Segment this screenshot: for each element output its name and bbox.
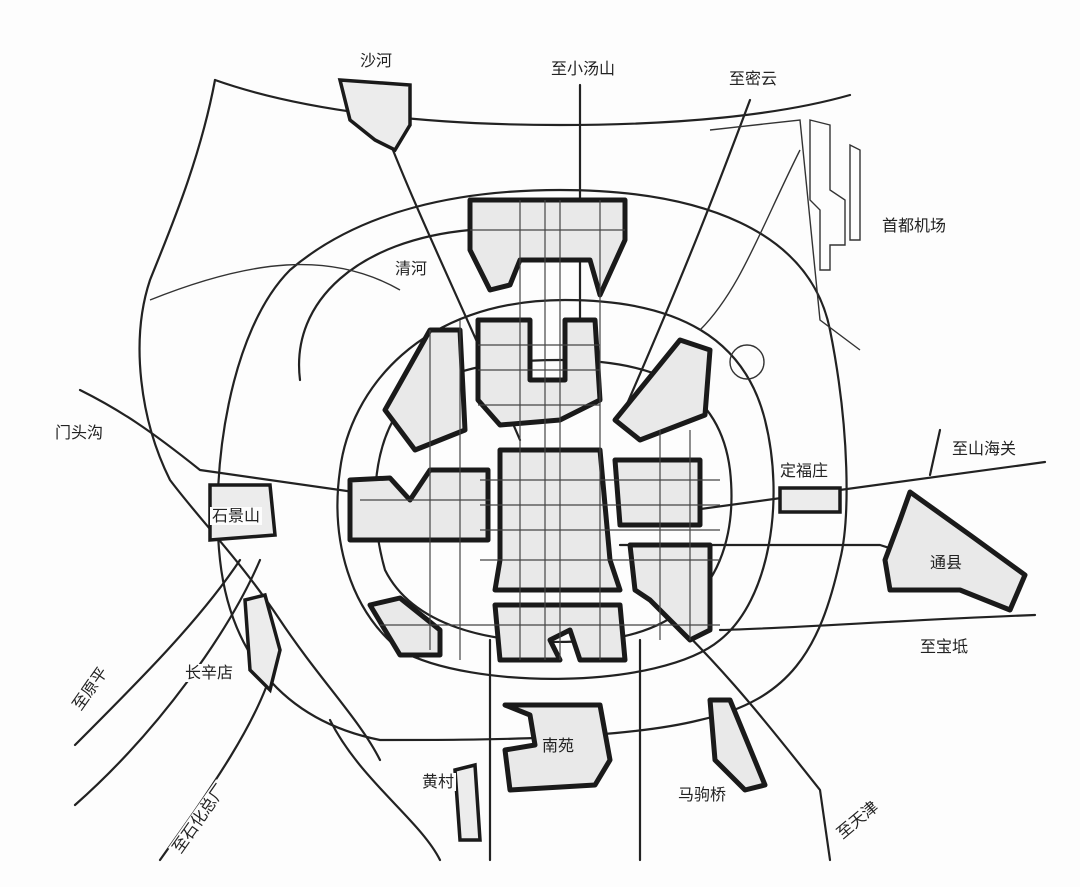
- label-miyun: 至密云: [727, 69, 780, 88]
- district-southeast: [627, 542, 713, 643]
- road-northwest: [149, 263, 401, 301]
- district-changxindian: [243, 592, 282, 694]
- label-majuqiao: 马驹桥: [676, 785, 729, 804]
- label-qinghe: 清河: [393, 259, 430, 278]
- district-north: [467, 197, 628, 298]
- road-yuanping: [73, 558, 242, 747]
- street-grid: [360, 200, 720, 660]
- airport-runways: [809, 119, 861, 271]
- district-northwest: [382, 327, 468, 453]
- fourth-ring-road: [336, 298, 775, 680]
- district-huangcun: [453, 762, 482, 842]
- district-east: [612, 457, 703, 528]
- label-xiaotangshan: 至小汤山: [549, 59, 618, 78]
- label-shahe: 沙河: [358, 51, 395, 70]
- road-baodi: [718, 613, 1037, 632]
- label-changxindian: 长辛店: [183, 663, 236, 682]
- district-old-city: [492, 447, 623, 593]
- road-miyun: [618, 98, 752, 422]
- label-baodi: 至宝坻: [918, 637, 971, 656]
- label-nanyuan: 南苑: [542, 736, 575, 755]
- district-north-central: [475, 317, 603, 428]
- district-dingfuzhuang: [778, 486, 842, 514]
- label-tongxian: 通县: [930, 553, 963, 572]
- west-outer-road: [138, 78, 382, 762]
- road-shanhaiguan: [928, 428, 942, 477]
- road-airport: [709, 119, 861, 351]
- outer-boundary-road: [213, 78, 852, 127]
- label-huangcun: 黄村: [420, 772, 457, 791]
- label-mentougou: 门头沟: [53, 423, 106, 442]
- district-tongxian: [882, 489, 1028, 613]
- district-majuqiao: [707, 697, 768, 793]
- road-ne: [699, 149, 801, 331]
- district-west: [347, 467, 491, 543]
- label-airport: 首都机场: [880, 216, 949, 235]
- road-southwest: [328, 718, 442, 862]
- district-nanyuan: [502, 702, 613, 793]
- district-southwest: [367, 595, 443, 658]
- lake: [729, 344, 765, 380]
- road-west: [78, 388, 482, 512]
- label-shanhaiguan: 至山海关: [950, 439, 1019, 458]
- label-shijingshan: 石景山: [210, 506, 263, 525]
- label-dingfuzhuang: 定福庄: [778, 461, 831, 480]
- district-northeast: [612, 337, 713, 443]
- road-changxindian: [158, 658, 277, 862]
- outer-ring-road: [216, 188, 848, 742]
- district-shahe: [337, 78, 412, 153]
